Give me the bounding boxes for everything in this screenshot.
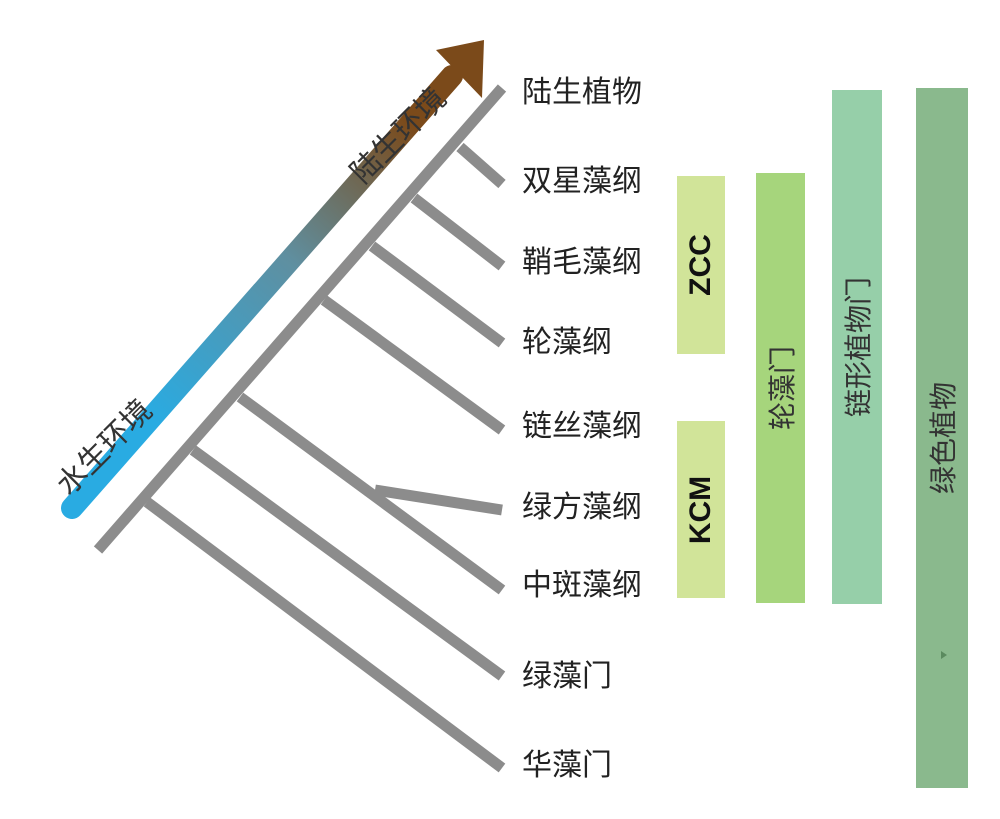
environment-arrow (61, 40, 484, 519)
group-bar-zcc: ZCC (677, 176, 725, 354)
environment-arrow-head (436, 40, 484, 98)
tree-branch (189, 445, 506, 681)
taxon-label: 轮藻纲 (522, 325, 612, 360)
group-bar-viridiplantae: 绿色植物 (916, 88, 968, 788)
group-label: KCM (684, 475, 717, 544)
group-label: 链形植物门 (842, 276, 875, 418)
small-triangle-mark (941, 651, 947, 659)
taxon-label: 中斑藻纲 (522, 568, 642, 603)
group-bar-charophyta: 轮藻门 (756, 173, 805, 603)
taxon-label: 华藻门 (522, 748, 612, 783)
taxon-label: 绿藻门 (522, 659, 612, 694)
taxon-label: 鞘毛藻纲 (522, 245, 642, 280)
group-label: 轮藻门 (765, 345, 799, 431)
tree-branch (236, 392, 506, 595)
taxon-label: 陆生植物 (522, 75, 642, 110)
environment-arrow-shaft (61, 65, 463, 519)
group-label: 绿色植物 (927, 381, 960, 495)
tree-branch (93, 84, 507, 554)
tree-branch (368, 241, 506, 348)
tree-branch (143, 497, 506, 773)
tree-branch (456, 142, 506, 189)
tree-branch (374, 484, 503, 516)
tree-branch (410, 193, 506, 271)
taxon-label: 双星藻纲 (522, 164, 642, 199)
taxon-label: 绿方藻纲 (522, 490, 642, 525)
group-label: ZCC (684, 234, 717, 296)
group-bar-streptophyta: 链形植物门 (832, 90, 882, 604)
tree-branch (320, 295, 506, 435)
taxon-label: 链丝藻纲 (522, 409, 642, 444)
group-bar-kcm: KCM (677, 421, 725, 598)
